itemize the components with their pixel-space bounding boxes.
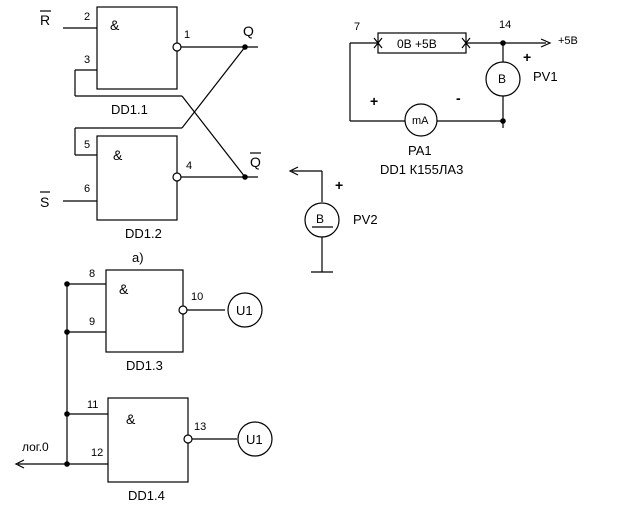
- voltmeter-u1-top: [227, 292, 263, 328]
- gate-dd1-4-inverter-bubble: [183, 434, 193, 444]
- logic-zero-label: лог.0: [22, 440, 49, 454]
- voltmeter-u1-top-label: U1: [236, 303, 253, 318]
- gate-dd1-4: & 11 12 13 U1 DD1.4: [67, 397, 273, 503]
- signal-qbar: Q: [250, 154, 261, 170]
- gate-dd1-3-pin-9: 9: [89, 316, 95, 328]
- pin-7: 7: [354, 21, 360, 33]
- signal-q: Q: [243, 23, 254, 39]
- pa1-plus: +: [370, 93, 378, 109]
- gate-dd1-2-pin-5: 5: [84, 139, 90, 151]
- supply-label: +5В: [558, 35, 578, 47]
- gate-dd1-1: & 2 R 3 1 Q DD1.1: [40, 6, 258, 117]
- gate-dd1-1-pin-3: 3: [84, 54, 90, 66]
- gate-dd1-2-label: DD1.2: [125, 226, 162, 241]
- pv1-label: PV1: [533, 69, 558, 84]
- gate-dd1-2-pin-6: 6: [84, 183, 90, 195]
- pin-14: 14: [499, 19, 511, 31]
- pv2-probe-arrow: [288, 166, 299, 176]
- gate-dd1-1-inverter-bubble: [172, 42, 182, 52]
- voltmeter-u1-bottom-label: U1: [246, 432, 263, 447]
- gate-dd1-1-and-symbol: &: [110, 17, 120, 33]
- gate-dd1-2: & 5 6 S 4 Q DD1.2: [40, 135, 261, 241]
- cross-wire-qbar: [181, 95, 246, 178]
- chip-label: DD1 К155ЛА3: [380, 162, 463, 177]
- cross-wire-q: [181, 46, 246, 129]
- pv1-plus: +: [523, 49, 531, 65]
- gate-dd1-3-and-symbol: &: [119, 281, 129, 297]
- pa1-meter-symbol: mA: [412, 115, 429, 127]
- gate-dd1-1-pin-1: 1: [184, 29, 190, 41]
- signal-s-bar: S: [40, 194, 49, 210]
- pv2-meter-symbol: В: [316, 212, 324, 226]
- gate-dd1-2-pin-4: 4: [186, 160, 192, 172]
- gate-dd1-4-label: DD1.4: [128, 488, 165, 503]
- gate-dd1-3-pin-10: 10: [191, 291, 203, 303]
- gate-dd1-2-inverter-bubble: [172, 172, 182, 182]
- gate-dd1-3-label: DD1.3: [126, 358, 163, 373]
- supply-arrow: [540, 38, 552, 48]
- gate-dd1-4-pin-12: 12: [91, 447, 103, 459]
- gate-dd1-1-label: DD1.1: [111, 102, 148, 117]
- pv2-label: PV2: [353, 212, 378, 227]
- signal-r-bar: R: [40, 12, 50, 28]
- gate-dd1-1-body: [96, 6, 178, 90]
- pa1-label: PA1: [408, 143, 432, 158]
- power-circuit: 0В +5В 7 14 +5В В + PV1 mA + - PA1 DD1 К…: [349, 19, 578, 177]
- gate-dd1-2-and-symbol: &: [113, 147, 123, 163]
- gate-dd1-4-pin-11: 11: [87, 399, 98, 411]
- voltmeter-u1-bottom: [237, 421, 273, 457]
- chip-power-label: 0В +5В: [397, 37, 437, 51]
- caption-a: а): [132, 250, 144, 265]
- gate-dd1-4-and-symbol: &: [126, 411, 136, 427]
- logic-zero-arrow: [14, 459, 25, 469]
- gate-dd1-3: & 8 9 10 U1 DD1.3: [67, 268, 263, 373]
- voltmeter-pv2: В + PV2: [288, 166, 378, 273]
- gate-dd1-3-body: [105, 269, 184, 353]
- pv2-plus: +: [335, 177, 343, 193]
- pa1-minus: -: [456, 90, 461, 106]
- gate-dd1-4-body: [107, 397, 189, 483]
- pa1-meter-circle: [404, 103, 438, 137]
- pv1-meter-symbol: В: [498, 72, 506, 86]
- gate-dd1-2-body: [96, 135, 178, 221]
- gate-dd1-3-inverter-bubble: [178, 305, 188, 315]
- gate-dd1-3-pin-8: 8: [89, 268, 95, 280]
- gate-dd1-4-pin-13: 13: [194, 421, 206, 433]
- gate-dd1-1-pin-2: 2: [84, 11, 90, 23]
